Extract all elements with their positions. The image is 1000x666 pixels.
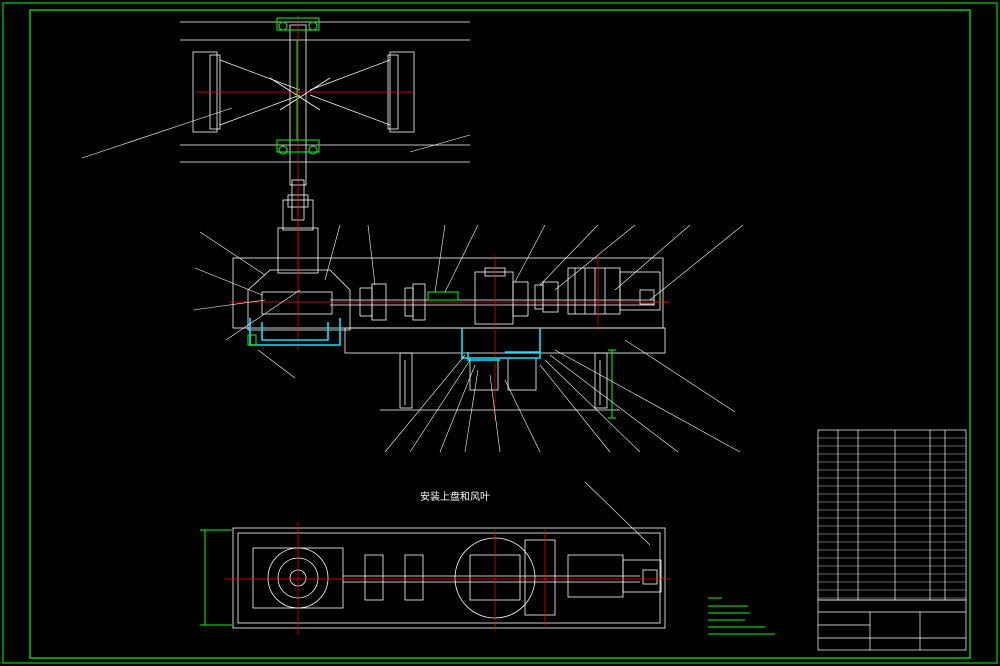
technical-notes-icon <box>708 597 775 635</box>
title-block-table-icon <box>817 429 967 651</box>
view-title: 安装上盘和风叶 <box>420 492 490 503</box>
front-view-leaders <box>81 107 744 546</box>
plan-view-centerlines <box>225 522 670 635</box>
top-view-green-bearings <box>276 17 320 155</box>
front-view-assembly <box>232 199 666 411</box>
plan-view-green <box>200 529 232 626</box>
front-view-highlight <box>249 318 541 361</box>
front-view-green-parts <box>247 291 616 419</box>
inner-frame <box>29 9 971 659</box>
front-view-centerlines <box>230 190 670 420</box>
title-block-rows <box>818 437 966 599</box>
